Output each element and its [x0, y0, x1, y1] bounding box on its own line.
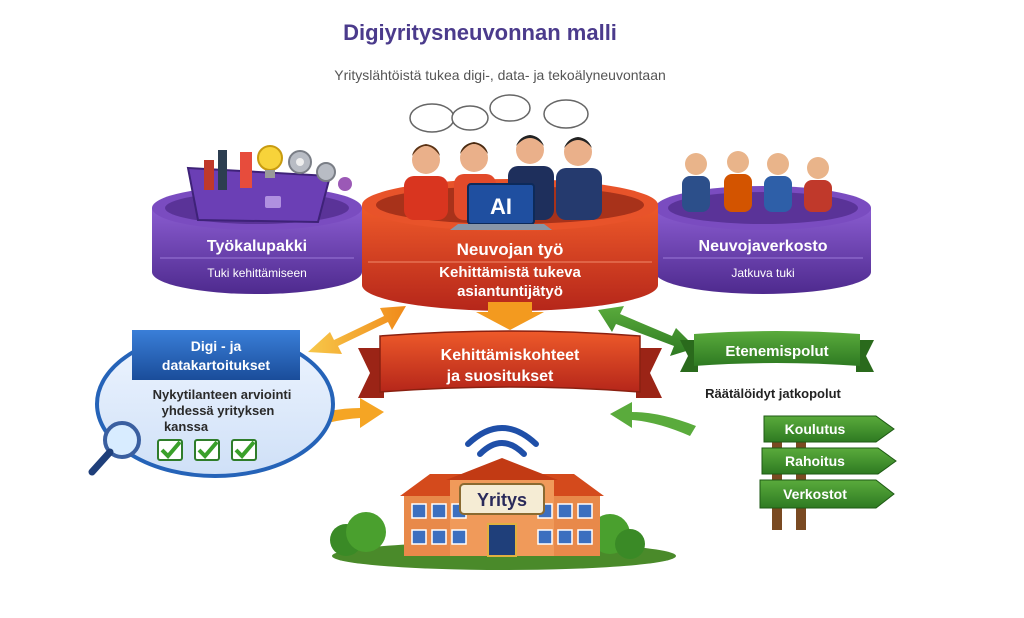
targets-line2: ja suositukset: [446, 368, 554, 385]
toolbox-caption: Tuki kehittämiseen: [207, 266, 307, 280]
targets-banner: Kehittämiskohteet ja suositukset: [358, 330, 662, 398]
mapping-title-line1: Digi - ja: [191, 338, 242, 354]
paths-title-banner: Etenemispolut: [680, 331, 874, 372]
sign-label-rahoitus: Rahoitus: [785, 453, 845, 469]
company-label: Yritys: [477, 490, 527, 510]
toolbox-icon: [186, 145, 352, 224]
paths-title: Etenemispolut: [725, 343, 828, 360]
mapping-text-line3: kanssa: [164, 419, 209, 434]
mapping-text-line1: Nykytilanteen arviointi: [153, 387, 292, 402]
paths-targets-arrow: [610, 402, 696, 436]
advisor-line1: Kehittämistä tukeva: [439, 264, 581, 281]
targets-line1: Kehittämiskohteet: [441, 347, 580, 364]
sign-rahoitus: [761, 447, 897, 475]
advisor-down-arrow: [476, 302, 544, 330]
sign-verkostot: [759, 479, 895, 509]
diagram-title: Digiyritysneuvonnan malli: [343, 20, 617, 45]
diagram-subtitle: Yrityslähtöistä tukea digi-, data- ja te…: [334, 67, 666, 83]
arrows: [296, 302, 696, 436]
sign-label-verkostot: Verkostot: [783, 486, 847, 502]
mapping-advisor-arrow: [308, 306, 406, 354]
ai-laptop-icon: AI: [450, 183, 552, 230]
speech-bubbles-icon: [409, 94, 589, 133]
advisor-title: Neuvojan työ: [457, 240, 564, 259]
magnifier-icon: [88, 421, 141, 476]
network-caption: Jatkuva tuki: [731, 266, 794, 280]
mapping-title-banner: Digi - ja datakartoitukset: [132, 330, 300, 380]
paths-panel: Etenemispolut Räätälöidyt jatkopolut Kou…: [680, 331, 897, 530]
network-title: Neuvojaverkosto: [699, 238, 828, 255]
network-platform: Neuvojaverkosto Jatkuva tuki: [655, 151, 871, 294]
sign-koulutus: [763, 415, 895, 443]
toolbox-title: Työkalupakki: [207, 238, 307, 255]
advisor-platform: AI Neuvojan työ Kehittämistä tukeva asia…: [362, 94, 658, 311]
company-building: Yritys: [330, 425, 676, 570]
mapping-text-line2: yhdessä yrityksen: [162, 403, 275, 418]
signpost-icon: Koulutus Rahoitus Verkostot: [759, 415, 897, 530]
sign-label-koulutus: Koulutus: [785, 421, 846, 437]
paths-advisor-arrow: [598, 306, 696, 356]
advisor-line2: asiantuntijätyö: [457, 283, 563, 300]
network-people-icon: [682, 151, 832, 212]
mapping-title-line2: datakartoitukset: [162, 357, 270, 373]
toolbox-platform: Työkalupakki Tuki kehittämiseen: [152, 145, 362, 294]
mapping-panel: Digi - ja datakartoitukset Nykytilanteen…: [88, 330, 335, 478]
checkbox-icons: [157, 439, 257, 461]
paths-caption: Räätälöidyt jatkopolut: [705, 386, 841, 401]
ai-label: AI: [490, 194, 512, 219]
